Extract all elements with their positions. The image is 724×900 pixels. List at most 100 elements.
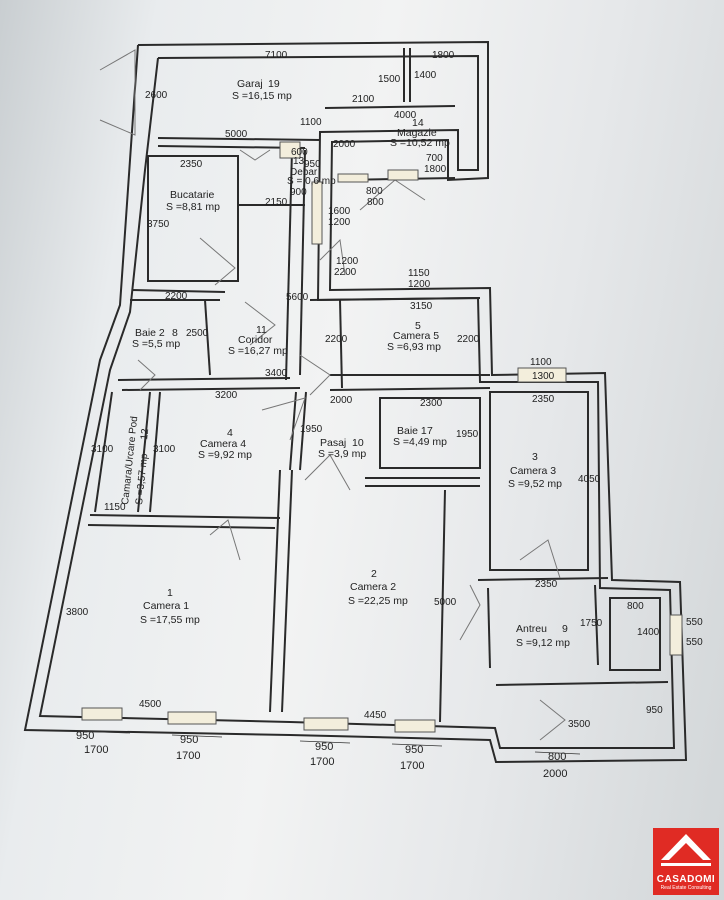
dimension-label: 1150 [104, 502, 126, 513]
dimension-label: 5000 [225, 129, 248, 140]
dimension-label: 2500 [186, 328, 209, 339]
dimension-label: 1950 [456, 429, 479, 440]
dimension-label: 3100 [153, 444, 176, 455]
dimension-label: 1600 [328, 206, 351, 217]
dimension-label: 1200 [328, 217, 351, 228]
room-name: Baie 2 [135, 327, 165, 339]
room-area: S =9,92 mp [198, 449, 252, 461]
door-swing [519, 539, 561, 579]
dimension-label: 3150 [410, 301, 433, 312]
door-swing [459, 584, 481, 641]
dimension-label: 2300 [420, 398, 443, 409]
room-area: S =17,55 mp [140, 614, 200, 626]
dimension-label: 1950 [300, 424, 323, 435]
kitchen-wall [147, 155, 239, 282]
dimension-label: 1150 [408, 268, 430, 279]
dimension-label: 4450 [364, 710, 387, 721]
window-dimension: 950 [180, 734, 198, 746]
window [394, 719, 436, 733]
bathroom-1-wall [379, 397, 481, 469]
dimension-label: 2350 [180, 159, 203, 170]
dimension-label: 4500 [139, 699, 162, 710]
wall [594, 584, 599, 666]
room-number: 3 [532, 451, 538, 463]
dimension-label: 1800 [424, 164, 447, 175]
wall [281, 469, 293, 713]
camera-3-wall [489, 391, 589, 571]
room-area: S =9,12 mp [516, 637, 570, 649]
room-area: S =9,52 mp [508, 478, 562, 490]
room-area: S =5,5 mp [132, 338, 180, 350]
window-dimension: 1700 [84, 744, 108, 756]
room-number: 19 [268, 78, 280, 90]
door-swing [299, 354, 331, 396]
dimension-label: 1100 [300, 117, 322, 128]
wall [329, 387, 491, 391]
dimension-label: 2200 [325, 334, 348, 345]
room-number: 8 [172, 327, 178, 339]
dimension-label: 800 [627, 601, 644, 612]
garage-wall [157, 137, 321, 141]
dimension-label: 4000 [394, 110, 417, 121]
dimension-label: 550 [686, 637, 703, 648]
dimension-label: 600 [291, 147, 308, 158]
door-swing [209, 519, 241, 561]
dimension-label: 800 [366, 186, 383, 197]
walls [23, 40, 688, 764]
door-swing [319, 238, 346, 276]
window-dimension: 1700 [176, 750, 200, 762]
window-dimension: 950 [405, 744, 423, 756]
wall [439, 489, 446, 723]
room-area: S =16,27 mp [228, 345, 288, 357]
dimension-label: 3400 [265, 368, 288, 379]
wall [309, 297, 481, 301]
dimension-label: 550 [686, 617, 703, 628]
window [81, 707, 123, 721]
dimension-label: 3500 [568, 719, 591, 730]
dimension-label: 5000 [434, 597, 457, 608]
wall [339, 299, 343, 389]
room-name: Camera 2 [350, 581, 396, 593]
window [517, 367, 567, 383]
window [337, 173, 369, 183]
dimension-label: 5600 [286, 292, 309, 303]
room-number: 5 [415, 320, 421, 332]
dimension-labels: 7100 1800 2600 1500 1400 2100 1100 4000 … [66, 50, 703, 730]
door-swing [239, 149, 271, 161]
dimension-label: 950 [304, 159, 321, 170]
room-area: S =6,93 mp [387, 341, 441, 353]
wall [137, 391, 151, 513]
door-swing [261, 397, 306, 441]
room-name: Camera 4 [200, 438, 246, 450]
window [669, 614, 683, 656]
dimension-label: 700 [426, 153, 443, 164]
room-area: S =22,25 mp [348, 595, 408, 607]
wall [495, 681, 669, 686]
dimension-label: 3750 [147, 219, 170, 230]
room-name: Coridor [238, 334, 273, 346]
wall [204, 299, 211, 376]
dimension-line [534, 751, 581, 755]
outer-wall [23, 40, 688, 764]
dimension-label: 800 [367, 197, 384, 208]
dimension-line [391, 743, 443, 747]
dimension-label: 2200 [457, 334, 480, 345]
corridor-wall [299, 149, 306, 376]
window-dimension: 800 [548, 751, 566, 763]
house-roof-icon [661, 834, 711, 866]
wall [609, 597, 661, 671]
wall [87, 524, 276, 529]
wall [89, 514, 281, 519]
door-swing [137, 359, 156, 391]
dimension-label: 1200 [408, 279, 431, 290]
dimension-label: 7100 [265, 50, 288, 61]
wall [149, 391, 161, 513]
door-swing [199, 237, 236, 286]
dimension-label: 2600 [145, 90, 168, 101]
dimension-label: 3100 [91, 444, 114, 455]
room-number: 11 [256, 324, 267, 336]
window-dimension: 950 [76, 730, 94, 742]
room-name: Debar [290, 167, 318, 178]
